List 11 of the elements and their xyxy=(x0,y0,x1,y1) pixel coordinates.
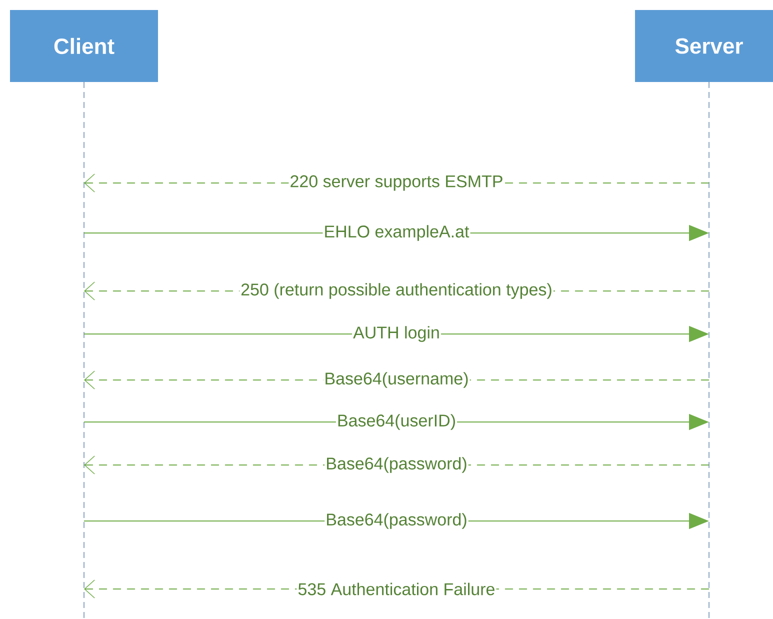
participant-box: Client xyxy=(10,10,158,82)
message-label: 250 (return possible authentication types) xyxy=(240,282,554,300)
message-label: EHLO exampleA.at xyxy=(322,224,470,242)
participant-box: Server xyxy=(635,10,773,82)
message-label: 220 server supports ESMTP xyxy=(288,174,504,192)
message-label: Base64(username) xyxy=(323,371,470,389)
message-label: AUTH login xyxy=(352,325,441,343)
message-label: Base64(password) xyxy=(324,456,468,474)
message-label: Base64(password) xyxy=(324,512,468,530)
message-label: Base64(userID) xyxy=(336,413,458,431)
message-label: 535 Authentication Failure xyxy=(296,582,496,596)
